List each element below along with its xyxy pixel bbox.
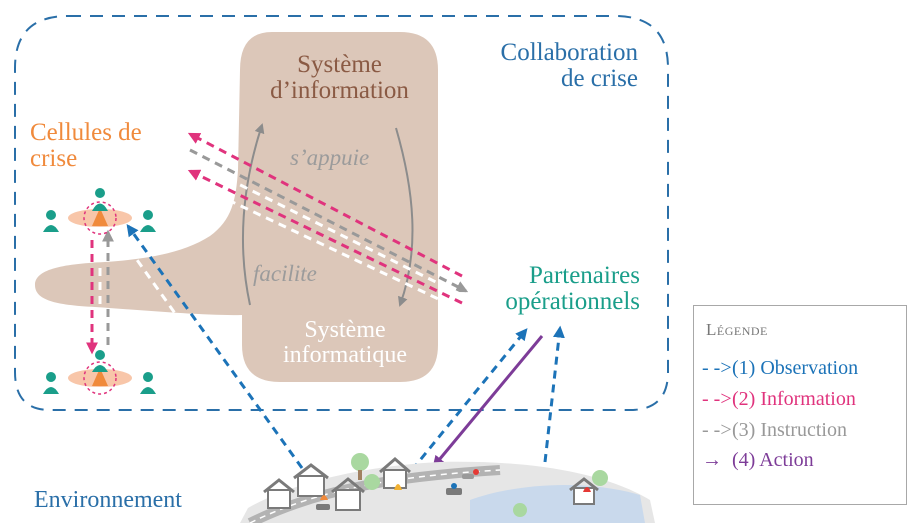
vehicle-icon (462, 469, 479, 479)
partenaires-label: Partenaires opérationnels (505, 262, 640, 316)
legend: Légende - -> (1) Observation - -> (2) In… (693, 305, 907, 505)
person-icon (92, 188, 108, 211)
observation-arrow-to-cellules (126, 224, 304, 469)
fire-icon (320, 484, 591, 500)
dashed-arrow-icon: - -> (702, 387, 732, 410)
person-icon (43, 210, 59, 232)
vehicle-icon (316, 504, 330, 510)
legend-item-label: (1) Observation (732, 356, 859, 379)
tree-icon (592, 470, 608, 486)
house-icon (331, 477, 365, 511)
person-icon (140, 210, 156, 232)
house-icon (379, 457, 411, 489)
cellules-label: Cellules de crise (30, 119, 142, 173)
facilite-label: facilite (253, 261, 317, 286)
environment-landscape (240, 453, 655, 528)
sappuie-label: s’appuie (290, 145, 370, 170)
observation-arrow-to-partenaires (410, 328, 528, 471)
legend-title: Légende (706, 320, 768, 339)
collaboration-boundary (14, 15, 669, 411)
information-system-shape (35, 32, 438, 382)
vehicle-icon (446, 483, 462, 495)
person-icon (92, 350, 108, 372)
house-icon (263, 478, 295, 509)
crisis-cell-bottom (43, 350, 156, 395)
collaboration-title: Collaboration de crise (500, 39, 638, 93)
white-arrow-1 (189, 158, 467, 299)
white-arrow-env (118, 235, 290, 473)
environnement-label: Environnement (34, 487, 182, 513)
legend-item-instruction: - -> (3) Instruction (702, 416, 847, 444)
crisis-cell-top (43, 188, 156, 235)
facilite-arrow (241, 123, 265, 306)
person-icon (43, 372, 59, 394)
legend-item-label: (3) Instruction (732, 418, 847, 441)
systeme-information-label: Système d’information (270, 51, 409, 105)
tree-icon (351, 453, 369, 480)
legend-item-information: - -> (2) Information (702, 385, 856, 413)
systeme-informatique-label: Système informatique (283, 317, 407, 369)
person-icon (140, 372, 156, 394)
solid-arrow-icon: → (702, 448, 722, 471)
dashed-arrow-icon: - -> (702, 356, 732, 379)
dashed-arrow-icon: - -> (702, 418, 732, 441)
legend-item-action: → (4) Action (702, 446, 814, 474)
legend-item-observation: - -> (1) Observation (702, 354, 858, 382)
legend-item-label: (2) Information (732, 387, 856, 410)
instruction-arrow-top (189, 148, 469, 293)
tree-icon (364, 474, 380, 490)
information-arrow-top (187, 132, 463, 278)
observation-arrow-vertical (543, 325, 565, 463)
white-arrow-2 (189, 180, 467, 314)
house-icon (293, 463, 329, 497)
tree-icon (513, 503, 527, 517)
legend-item-label: (4) Action (732, 448, 814, 471)
action-arrow (432, 335, 544, 468)
